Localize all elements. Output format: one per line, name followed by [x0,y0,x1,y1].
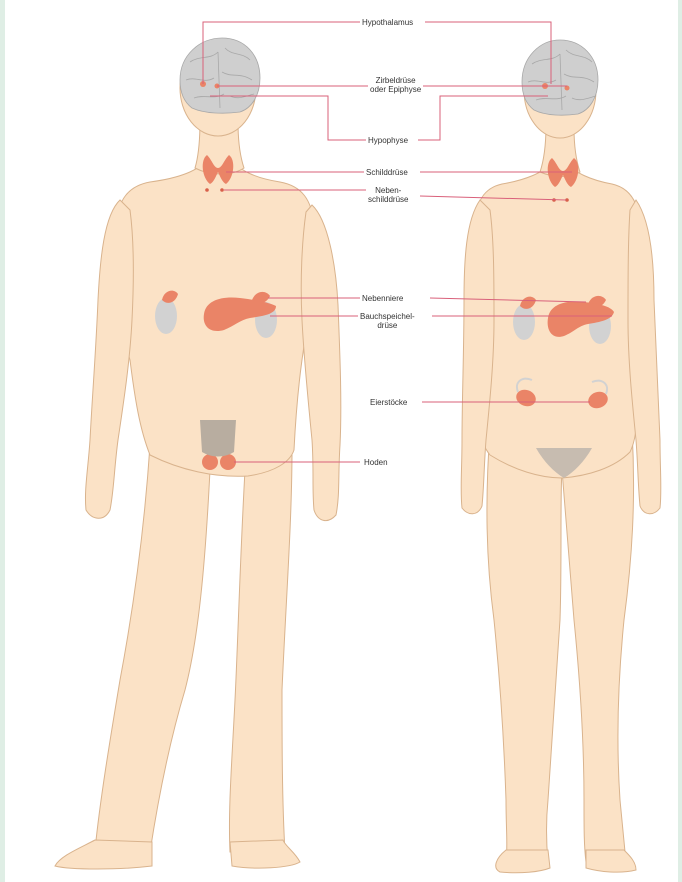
label-parathyroid-line2: schilddrüse [368,195,408,204]
label-pituitary: Hypophyse [366,136,410,145]
female-right-leg [487,430,562,862]
male-left-foot [55,840,152,869]
male-parathyroid-dot-2 [220,188,224,192]
female-brain [522,40,598,115]
female-left-foot [586,850,636,872]
label-thyroid: Schilddrüse [364,168,410,177]
label-adrenal: Nebenniere [360,294,405,303]
female-figure [461,40,661,873]
male-right-leg [229,450,292,852]
label-testes: Hoden [362,458,390,467]
label-parathyroid: Neben- schilddrüse [366,186,410,204]
male-left-leg [95,445,210,852]
male-right-arm [85,200,133,518]
male-left-arm [301,205,341,521]
label-parathyroid-line1: Neben- [368,186,408,195]
male-kidney-right [155,298,177,334]
leader-pituitary [210,96,548,140]
male-genitals [200,420,236,457]
label-pineal-line1: Zirbeldrüse [370,76,421,85]
male-right-foot [230,840,300,868]
label-ovaries: Eierstöcke [368,398,409,407]
female-left-leg [562,430,634,862]
female-kidney-right [513,304,535,340]
label-pancreas-line1: Bauchspeichel- [360,312,415,321]
label-pineal-line2: oder Epiphyse [370,85,421,94]
label-pancreas: Bauchspeichel- drüse [358,312,417,330]
male-parathyroid-dot-1 [205,188,209,192]
label-pancreas-line2: drüse [360,321,415,330]
label-hypothalamus: Hypothalamus [360,18,415,27]
female-right-foot [496,850,550,873]
male-figure [55,38,341,869]
label-pineal: Zirbeldrüse oder Epiphyse [368,76,423,94]
male-testis-left [220,454,236,470]
